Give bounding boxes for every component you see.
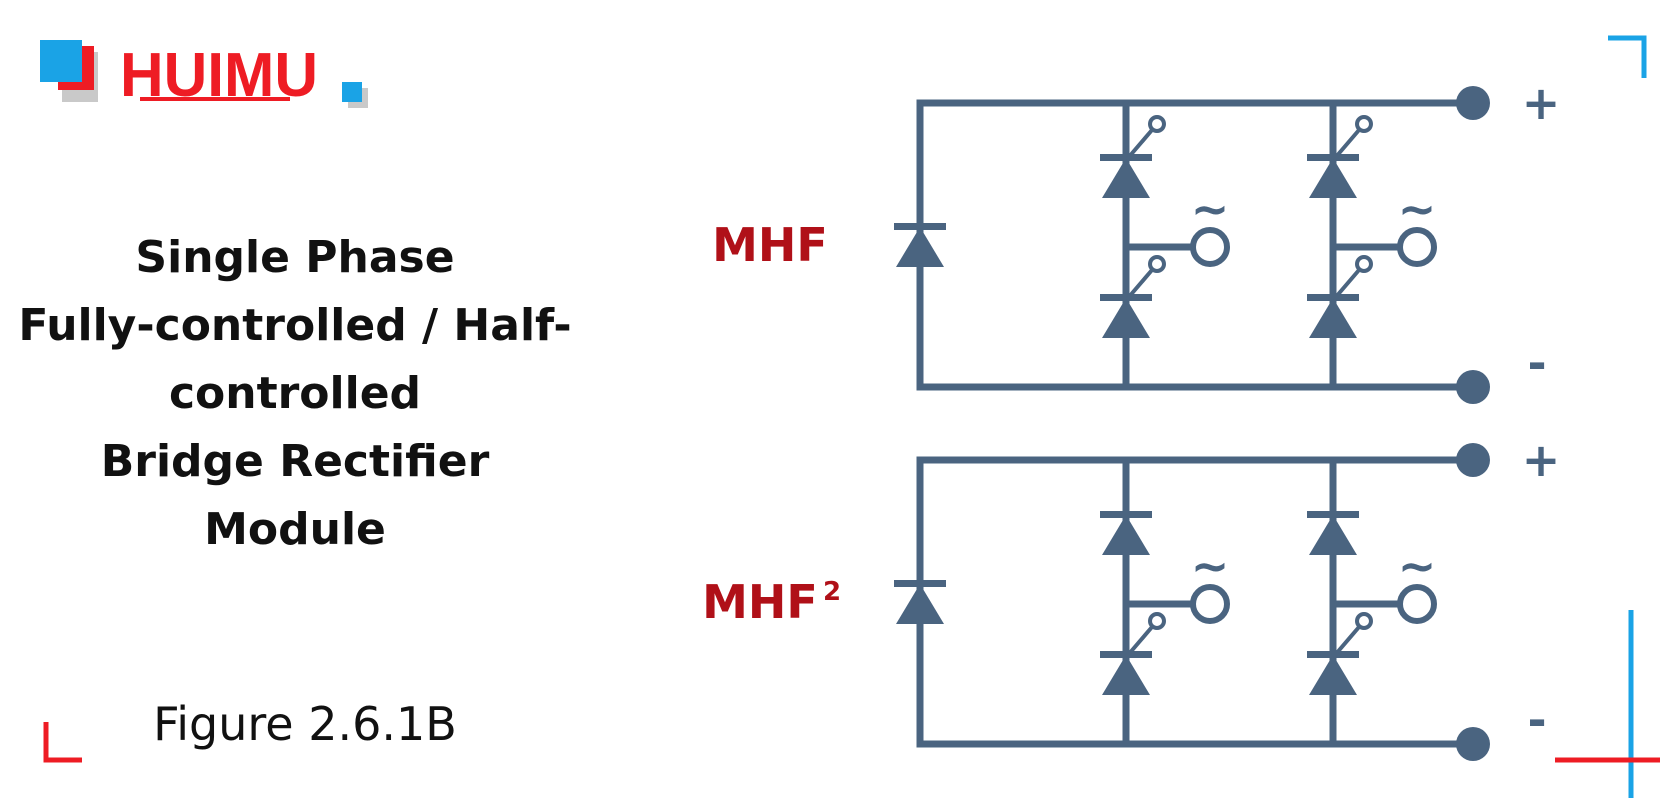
- figure-title: Single Phase Fully-controlled / Half- co…: [18, 232, 571, 555]
- lower-thyristor-2: [1307, 255, 1373, 338]
- positive-label: +: [1522, 76, 1561, 130]
- lower-thyristor-1-gate-lead: [1126, 268, 1154, 300]
- ac-terminal-2: [1397, 584, 1437, 624]
- lower-thyristor-2: [1307, 612, 1373, 695]
- positive-terminal: [1456, 443, 1490, 477]
- upper-thyristor-1-bar: [1100, 154, 1152, 161]
- upper-thyristor-1-gate-lead: [1126, 128, 1154, 160]
- freewheel-diode-bar: [894, 580, 946, 587]
- corner-mark-top-right: [1608, 35, 1647, 78]
- logo-blue-square: [40, 40, 82, 82]
- lower-thyristor-2-gate-terminal: [1355, 255, 1373, 273]
- ac-symbol-1: ~: [1191, 182, 1230, 236]
- ac-symbol-2: ~: [1398, 182, 1437, 236]
- title-line-3: controlled: [169, 368, 421, 419]
- title-line-1: Single Phase: [135, 232, 454, 283]
- lower-thyristor-2-triangle: [1309, 298, 1357, 338]
- lower-thyristor-1: [1100, 612, 1166, 695]
- upper-thyristor-2-triangle: [1309, 158, 1357, 198]
- logo-underline: [140, 97, 290, 101]
- freewheel-diode-triangle: [896, 227, 944, 267]
- lower-thyristor-2-gate-terminal: [1355, 612, 1373, 630]
- lower-thyristor-1-triangle: [1102, 655, 1150, 695]
- lower-thyristor-1-triangle: [1102, 298, 1150, 338]
- upper-thyristor-2-gate-lead: [1333, 128, 1361, 160]
- lower-thyristor-1-bar: [1100, 294, 1152, 301]
- upper-thyristor-2-gate-terminal: [1355, 115, 1373, 133]
- title-line-2: Fully-controlled / Half-: [18, 300, 571, 351]
- lower-thyristor-1-gate-terminal: [1148, 255, 1166, 273]
- negative-label: -: [1527, 336, 1546, 390]
- huimu-logo: HUIMU: [40, 40, 368, 110]
- ac-terminal-1: [1190, 227, 1230, 267]
- upper-thyristor-1-gate-terminal: [1148, 115, 1166, 133]
- ac-symbol-2: ~: [1398, 539, 1437, 593]
- negative-label: -: [1527, 693, 1546, 747]
- corner-mark-bottom-left: [43, 722, 82, 763]
- lower-thyristor-2-gate-lead: [1333, 625, 1361, 657]
- freewheel-diode: [894, 580, 946, 624]
- lower-thyristor-2-bar: [1307, 651, 1359, 658]
- ac-terminal-1: [1190, 584, 1230, 624]
- lower-thyristor-1: [1100, 255, 1166, 338]
- lower-thyristor-2-triangle: [1309, 655, 1357, 695]
- lower-thyristor-2-bar: [1307, 294, 1359, 301]
- upper-diode-2: [1307, 511, 1359, 555]
- positive-label: +: [1522, 433, 1561, 487]
- upper-thyristor-2: [1307, 115, 1373, 198]
- title-line-4: Bridge Rectifier: [101, 436, 490, 487]
- logo-small-blue-square: [342, 82, 362, 102]
- model-label: MHF: [712, 218, 828, 272]
- positive-terminal: [1456, 86, 1490, 120]
- model-superscript: 2: [823, 577, 841, 607]
- upper-diode-1-bar: [1100, 511, 1152, 518]
- negative-terminal: [1456, 727, 1490, 761]
- upper-thyristor-2-bar: [1307, 154, 1359, 161]
- negative-rail: [916, 466, 1477, 748]
- lower-thyristor-1-bar: [1100, 651, 1152, 658]
- lower-thyristor-1-gate-lead: [1126, 625, 1154, 657]
- upper-diode-2-bar: [1307, 511, 1359, 518]
- negative-rail: [916, 109, 1477, 391]
- model-label: MHF: [702, 575, 818, 629]
- lower-thyristor-1-gate-terminal: [1148, 612, 1166, 630]
- figure-caption: Figure 2.6.1B: [153, 697, 457, 751]
- ac-terminal-2: [1397, 227, 1437, 267]
- freewheel-diode-bar: [894, 223, 946, 230]
- upper-thyristor-1-triangle: [1102, 158, 1150, 198]
- lower-thyristor-2-gate-lead: [1333, 268, 1361, 300]
- negative-terminal: [1456, 370, 1490, 404]
- upper-diode-1: [1100, 511, 1152, 555]
- upper-thyristor-1: [1100, 115, 1166, 198]
- title-line-5: Module: [204, 504, 386, 555]
- circuit-mhf: MHF ~ ~ + -: [712, 76, 1560, 404]
- upper-diode-1-triangle: [1102, 515, 1150, 555]
- freewheel-diode-triangle: [896, 584, 944, 624]
- freewheel-diode: [894, 223, 946, 267]
- upper-diode-2-triangle: [1309, 515, 1357, 555]
- ac-symbol-1: ~: [1191, 539, 1230, 593]
